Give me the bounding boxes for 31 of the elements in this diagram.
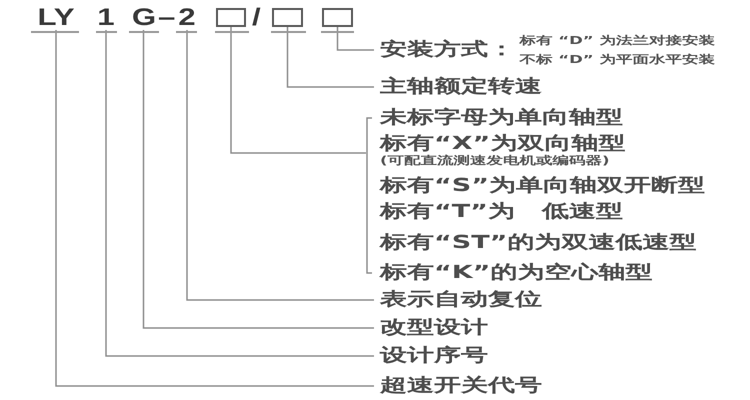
description-label: 改型设计 (374, 317, 488, 339)
description-label: 设计序号 (374, 345, 488, 367)
description-label: 标有“S”为单向轴双开断型 (380, 175, 705, 197)
blank-square (272, 8, 303, 27)
code-separator: – (158, 6, 176, 30)
description-label: 标有“X”为双向轴型 (380, 133, 626, 154)
description-label: 标有“T”为 低速型 (380, 201, 623, 223)
description-label: 标有“ST”的为双速低速型 (380, 232, 696, 254)
model-code-label: 2 (178, 6, 196, 30)
leader-line (55, 30, 374, 387)
description-label: 超速开关代号 (374, 375, 542, 397)
note-text: 标有 “D” 为法兰对接安装 (520, 33, 715, 49)
description-label: 主轴额定转速 (374, 76, 542, 98)
model-code-label: LY (34, 6, 78, 30)
blank-square (216, 8, 246, 27)
note-text: (可配直流测速发电机或编码器) (380, 154, 610, 168)
description-label: 安装方式： (380, 39, 515, 61)
model-code-label: G (130, 6, 156, 30)
leader-line (230, 27, 366, 154)
description-label: 标有“K”的为空心轴型 (380, 262, 652, 284)
leader-line (336, 27, 374, 51)
leader-line (286, 27, 374, 88)
code-separator: / (252, 6, 261, 30)
note-text: 不标 “D” 为平面水平安装 (520, 52, 715, 68)
leader-line (105, 30, 374, 357)
model-code-label: 1 (96, 6, 116, 30)
leader-line (142, 30, 374, 329)
description-label: 未标字母为单向轴型 (380, 107, 623, 129)
leader-line (186, 30, 374, 301)
blank-square (322, 8, 353, 27)
description-label: 表示自动复位 (374, 289, 542, 311)
